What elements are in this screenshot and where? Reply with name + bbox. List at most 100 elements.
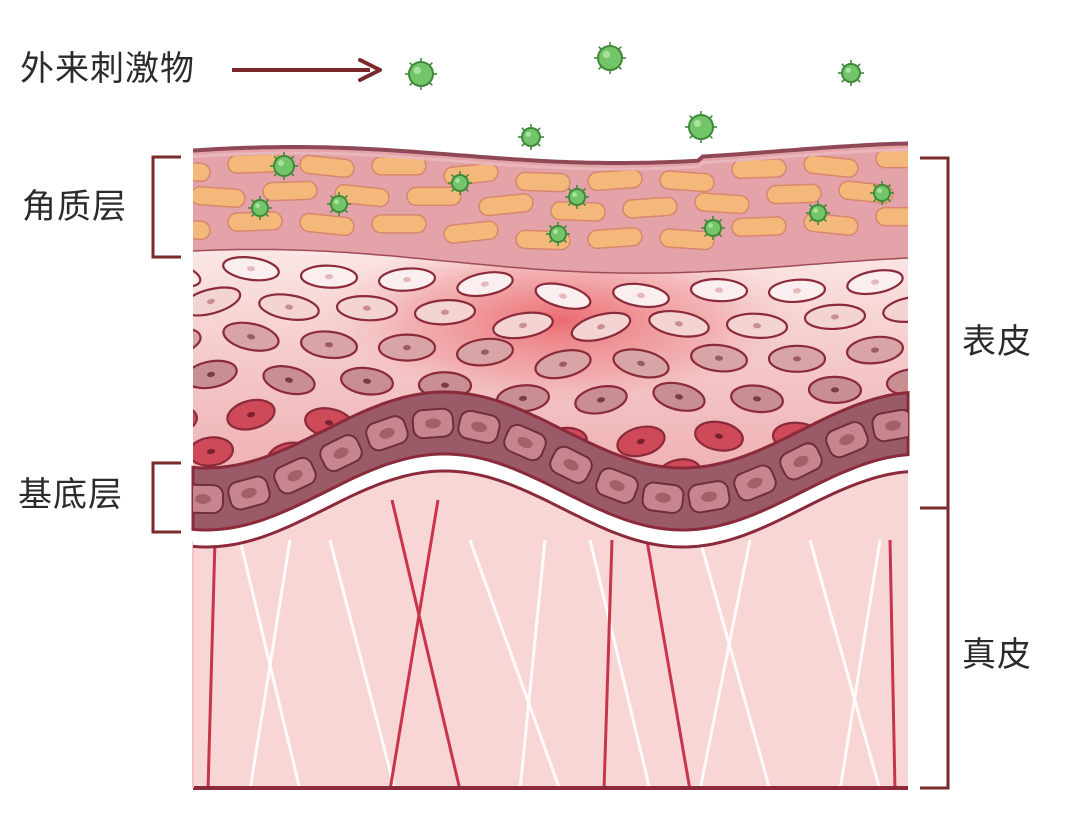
spinous-cell xyxy=(300,330,358,360)
spinous-cell xyxy=(570,311,632,342)
cell-nucleus xyxy=(871,279,879,285)
corneum-cell xyxy=(299,154,355,179)
irritant-particles xyxy=(248,42,894,246)
particle-highlight xyxy=(602,50,611,59)
cell-nucleus xyxy=(637,292,645,299)
label-stratum-corneum: 角质层 xyxy=(22,187,127,227)
particle-body xyxy=(273,155,295,177)
corneum-cell xyxy=(299,212,355,237)
basal-cell xyxy=(595,467,639,504)
particle-body xyxy=(549,225,567,243)
corneum-cell xyxy=(694,192,750,215)
basal-cell-nucleus xyxy=(379,427,395,439)
spinous-cell xyxy=(807,375,863,404)
corneum-cell xyxy=(766,183,822,205)
skin-surface-highlight xyxy=(192,148,909,171)
spinous-cell xyxy=(226,398,276,431)
spinous-cell xyxy=(616,425,666,458)
spinous-cell xyxy=(193,260,202,288)
spinous-cell xyxy=(767,344,827,373)
particle-body xyxy=(688,114,714,140)
cell-nucleus xyxy=(169,339,178,346)
layer-brackets xyxy=(151,155,950,790)
cell-nucleus xyxy=(481,281,489,287)
cell-body xyxy=(193,327,202,358)
label-basal-layer: 基底层 xyxy=(18,475,123,515)
cell-nucleus xyxy=(325,420,333,426)
basal-cells xyxy=(193,407,908,515)
green-spiky-particle-icon xyxy=(448,171,472,195)
cell-nucleus xyxy=(325,342,333,348)
spinous-cell xyxy=(456,337,514,367)
basement-outline xyxy=(192,469,909,549)
basal-cell xyxy=(365,415,409,452)
particle-highlight xyxy=(708,223,713,229)
basal-cell xyxy=(733,464,777,502)
cell-nucleus xyxy=(169,417,178,423)
spinous-cell xyxy=(882,295,908,323)
dermis-fiber-red xyxy=(888,539,897,788)
spinous-cell xyxy=(690,343,748,373)
dermis-fiber-white xyxy=(248,539,292,788)
bracket-epidermis xyxy=(920,156,950,510)
spinous-cell xyxy=(169,404,198,436)
cell-nucleus xyxy=(481,349,489,355)
corneum-cells xyxy=(193,148,965,251)
basal-cell xyxy=(549,445,593,484)
particle-body xyxy=(597,45,623,71)
cell-nucleus xyxy=(519,395,527,402)
basal-cell xyxy=(779,442,823,481)
basal-cell xyxy=(411,407,455,440)
cell-nucleus xyxy=(675,321,683,327)
corneum-cell xyxy=(262,180,318,202)
spinous-cell xyxy=(885,367,908,397)
dermis-fiber-white xyxy=(588,539,652,788)
spinous-cell xyxy=(534,282,592,310)
cell-nucleus xyxy=(247,412,255,418)
spinous-cell xyxy=(803,303,867,331)
dermis-fiber-white xyxy=(698,539,752,788)
cell-nucleus xyxy=(597,324,605,330)
cell-body xyxy=(193,260,202,288)
basal-cell xyxy=(503,423,547,462)
spinous-cell xyxy=(612,348,670,379)
corneum-cell xyxy=(334,184,390,208)
spinous-cell xyxy=(340,366,394,396)
corneum-cell xyxy=(478,193,534,217)
basal-cell-nucleus xyxy=(885,420,901,431)
particle-highlight xyxy=(334,199,339,205)
green-spiky-particle-icon xyxy=(685,111,717,143)
cell-nucleus xyxy=(207,371,215,378)
spinous-layer xyxy=(169,247,909,468)
basal-cell-nucleus xyxy=(563,459,579,471)
dermis-fiber-red xyxy=(388,499,440,788)
skin-surface-line xyxy=(192,141,909,165)
cell-nucleus xyxy=(207,298,215,305)
corneum-cell xyxy=(587,226,643,250)
green-spiky-particle-icon xyxy=(405,58,437,90)
label-epidermis: 表皮 xyxy=(962,322,1032,362)
spinous-cell xyxy=(612,282,670,309)
particle-highlight xyxy=(877,188,882,194)
spinous-cell xyxy=(193,286,242,317)
corneum-cell xyxy=(587,168,643,192)
green-spiky-particle-icon xyxy=(518,124,544,150)
irritant-arrow xyxy=(232,58,382,82)
basal-cell xyxy=(641,481,685,514)
particle-body xyxy=(521,127,541,147)
corneum-cell xyxy=(731,158,787,180)
corneum-cell xyxy=(875,206,908,227)
particle-body xyxy=(251,199,269,217)
cell-nucleus xyxy=(753,323,761,329)
basal-cell-nucleus xyxy=(609,480,625,492)
basement-membrane xyxy=(192,462,909,547)
dermis-fibers xyxy=(206,499,897,788)
green-spiky-particle-icon xyxy=(594,42,626,74)
corneum-cell xyxy=(803,154,859,178)
cell-body xyxy=(193,404,198,436)
bracket-stratum-corneum xyxy=(151,155,181,259)
particle-highlight xyxy=(813,208,818,214)
spinous-cell xyxy=(193,359,238,390)
corneum-cell xyxy=(911,177,965,195)
